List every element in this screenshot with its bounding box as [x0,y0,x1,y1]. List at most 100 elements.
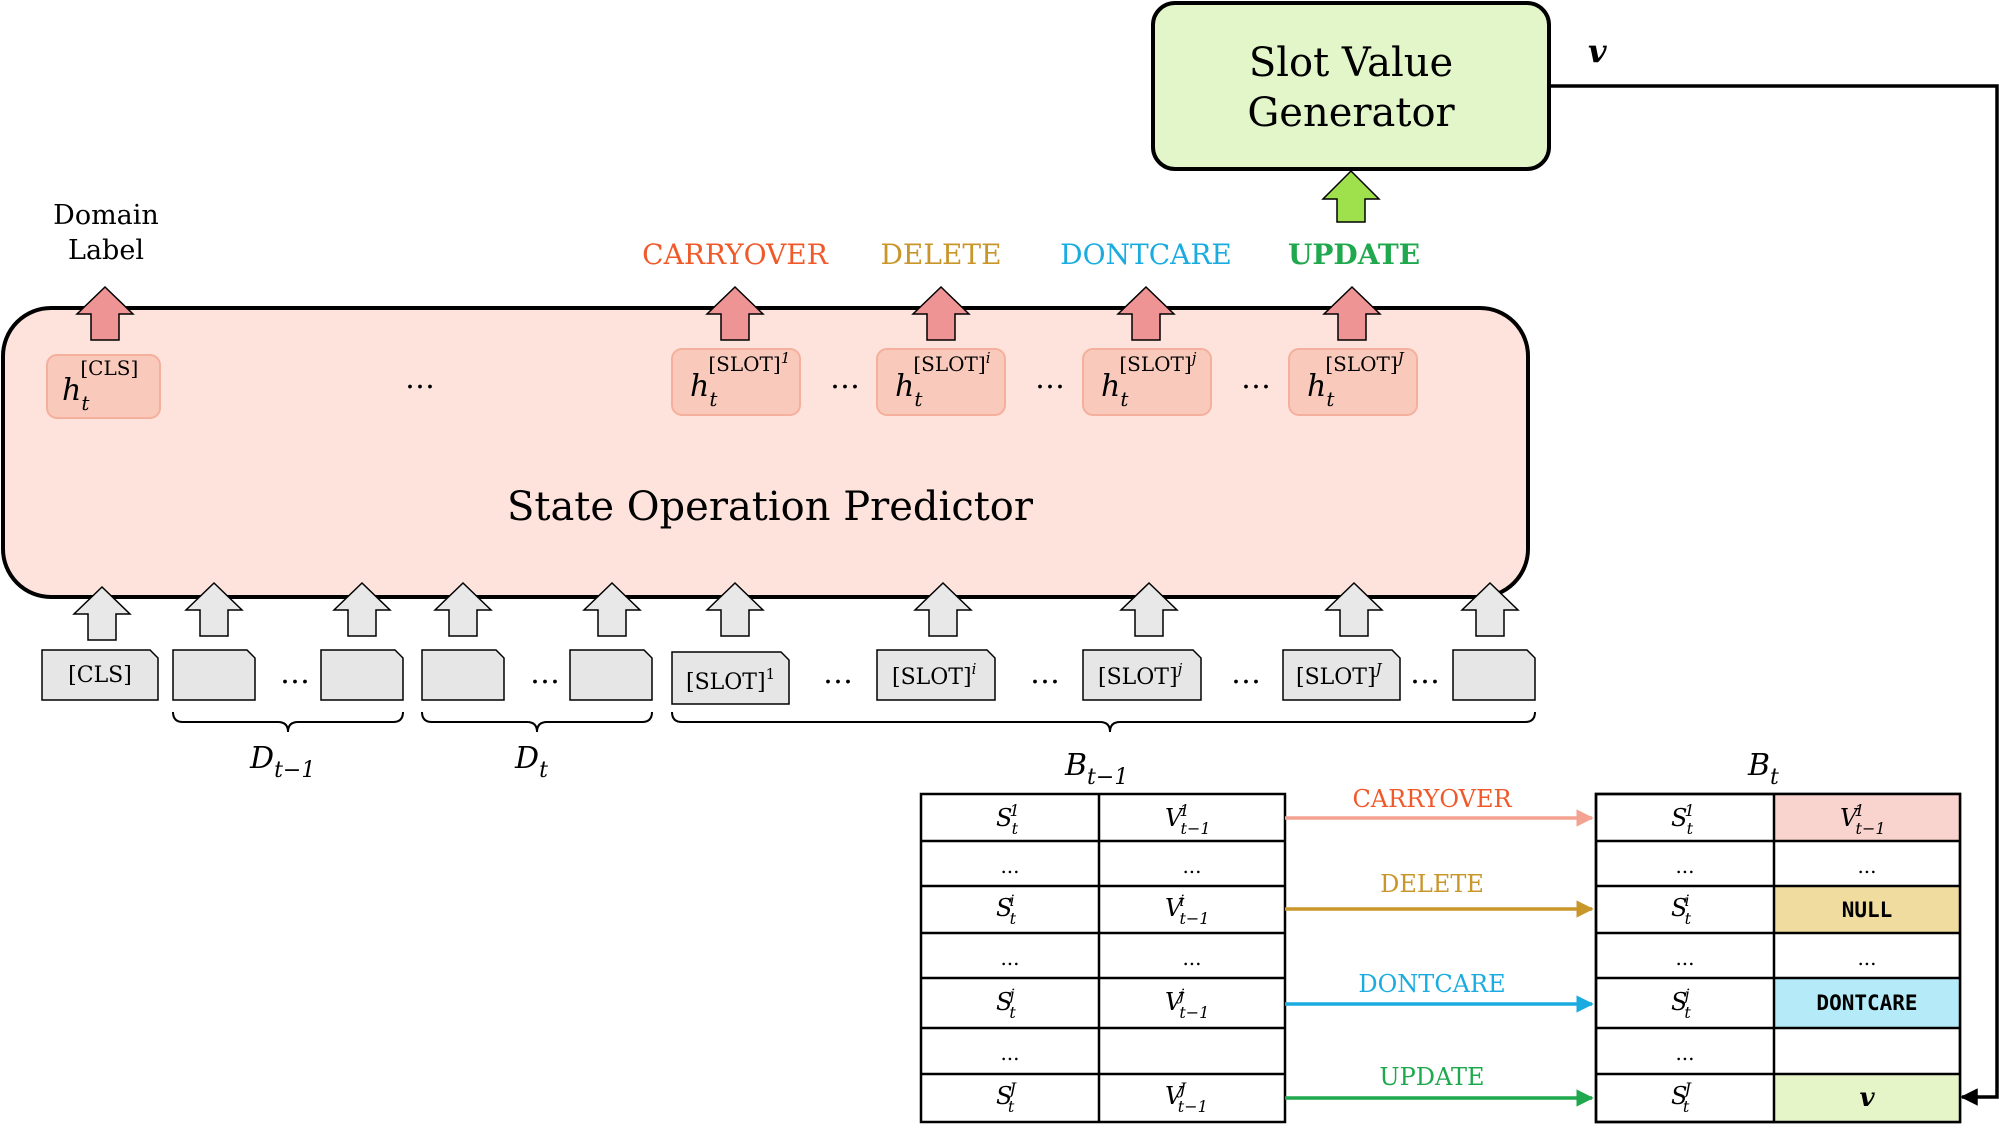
braces [172,711,1536,733]
input-arrow-dprev-1 [184,581,244,637]
op-label-delete: DELETE [880,238,1001,271]
input-arrow-slot1 [705,581,765,637]
hidden-ellipsis-3: … [1035,361,1065,396]
cur-row2-slot-dots: ... [1675,854,1694,878]
cur-row2-value-dots: ... [1857,854,1876,878]
hidden-slotJ-box [1288,348,1418,416]
operation-arrows: CARRYOVER DELETE DONTCARE UPDATE [1285,785,1594,1107]
cur-row6-slot-dots: ... [1675,1041,1694,1065]
op-label-dontcare: DONTCARE [1060,238,1232,271]
prev-row4-slot-dots: ... [1000,946,1019,970]
hidden-slotj-label: ht[SLOT]j [1101,349,1197,411]
hidden-slot1-box [671,348,801,416]
output-arrow-slot1 [705,285,765,341]
domain-label-line1: Domain [53,200,159,231]
hidden-ellipsis-2: … [830,361,860,396]
hidden-slotJ-label: ht[SLOT]J [1307,349,1405,411]
table-cur-grid [1596,794,1960,1122]
brace-d-prev-label: Dt−1 [249,741,315,783]
token-cls [41,649,159,701]
output-arrows [75,285,1382,341]
cur-row4-value-dots: ... [1857,946,1876,970]
hidden-cls-label: ht[CLS] [62,356,138,415]
hidden-states: ht[CLS] ht[SLOT]1 ht[SLOT]i ht[SLOT]j ht… [46,348,1418,419]
prev-row2-value-dots: ... [1182,854,1201,878]
brace-d-cur [421,711,653,733]
token-last [1452,649,1536,701]
table-prev-frame [919,792,1287,1124]
input-tokens [41,649,1536,705]
token-sloti-label: [SLOT]i [892,660,977,690]
op-label-carryover: CARRYOVER [642,238,829,271]
token-slot1-label: [SLOT]1 [686,665,775,695]
input-ellipsis-6: … [1410,656,1440,691]
feedback-arrow [1549,84,1999,1106]
input-arrow-cls [72,585,132,641]
token-dprev-1 [172,649,256,701]
output-arrow-slotj [1116,285,1176,341]
output-arrow-cls [75,285,135,341]
arrow-label-carryover: CARRYOVER [1352,785,1512,813]
generator-box [1151,1,1551,171]
table-prev-title: Bt−1 [1064,748,1128,790]
cur-row1-carry-cell [1774,794,1960,841]
input-token-labels: [CLS] [SLOT]1 [SLOT]i [SLOT]j [SLOT]J [68,660,1382,695]
input-arrow-last [1460,581,1520,637]
hidden-slot1-label: ht[SLOT]1 [690,349,790,411]
output-arrow-slotJ [1322,285,1382,341]
hidden-slotj-box [1082,348,1212,416]
input-ellipsis-5: … [1231,656,1261,691]
input-arrow-sloti [913,581,973,637]
brace-d-cur-label: Dt [514,741,548,783]
input-arrow-dcur-2 [582,581,642,637]
input-ellipsis-1: … [280,656,310,691]
input-ellipsis-2: … [530,656,560,691]
input-arrow-slotJ [1324,581,1384,637]
cur-row7-v: v [1859,1083,1875,1113]
token-slotj-label: [SLOT]j [1098,660,1183,690]
hidden-sloti-label: ht[SLOT]i [895,349,991,411]
input-ellipsis-3: … [823,656,853,691]
token-dcur-1 [421,649,505,701]
arrow-label-dontcare: DONTCARE [1358,970,1505,998]
input-arrow-dcur-1 [433,581,493,637]
update-to-generator-arrow [1321,169,1381,223]
cur-row7-v-cell [1774,1074,1960,1122]
domain-label-line2: Label [68,235,144,266]
hidden-ellipsis-1: … [405,361,435,396]
token-cls-label: [CLS] [68,663,132,688]
token-slotj [1082,649,1202,701]
brace-d-prev [172,711,404,733]
generator-title-line2: Generator [1247,90,1455,136]
arrow-label-delete: DELETE [1380,870,1484,898]
brace-b-prev [671,711,1536,733]
op-label-update: UPDATE [1288,238,1420,271]
cur-row3-null: NULL [1842,898,1893,922]
input-arrows [72,581,1520,641]
input-ellipses: … … … … … … [280,656,1440,691]
predictor-title: State Operation Predictor [507,484,1034,530]
token-slotJ-label: [SLOT]J [1296,660,1383,690]
prev-row4-value-dots: ... [1182,946,1201,970]
hidden-sloti-box [876,348,1006,416]
cur-row3-null-cell [1774,886,1960,933]
generator-title-line1: Slot Value [1249,40,1453,86]
output-arrow-sloti [911,285,971,341]
cur-row4-slot-dots: ... [1675,946,1694,970]
table-cur-title: Bt [1747,748,1779,790]
arrow-label-update: UPDATE [1379,1063,1484,1091]
token-sloti [876,649,996,701]
token-slotJ [1282,649,1401,701]
cur-row5-dontcare-cell [1774,978,1960,1028]
